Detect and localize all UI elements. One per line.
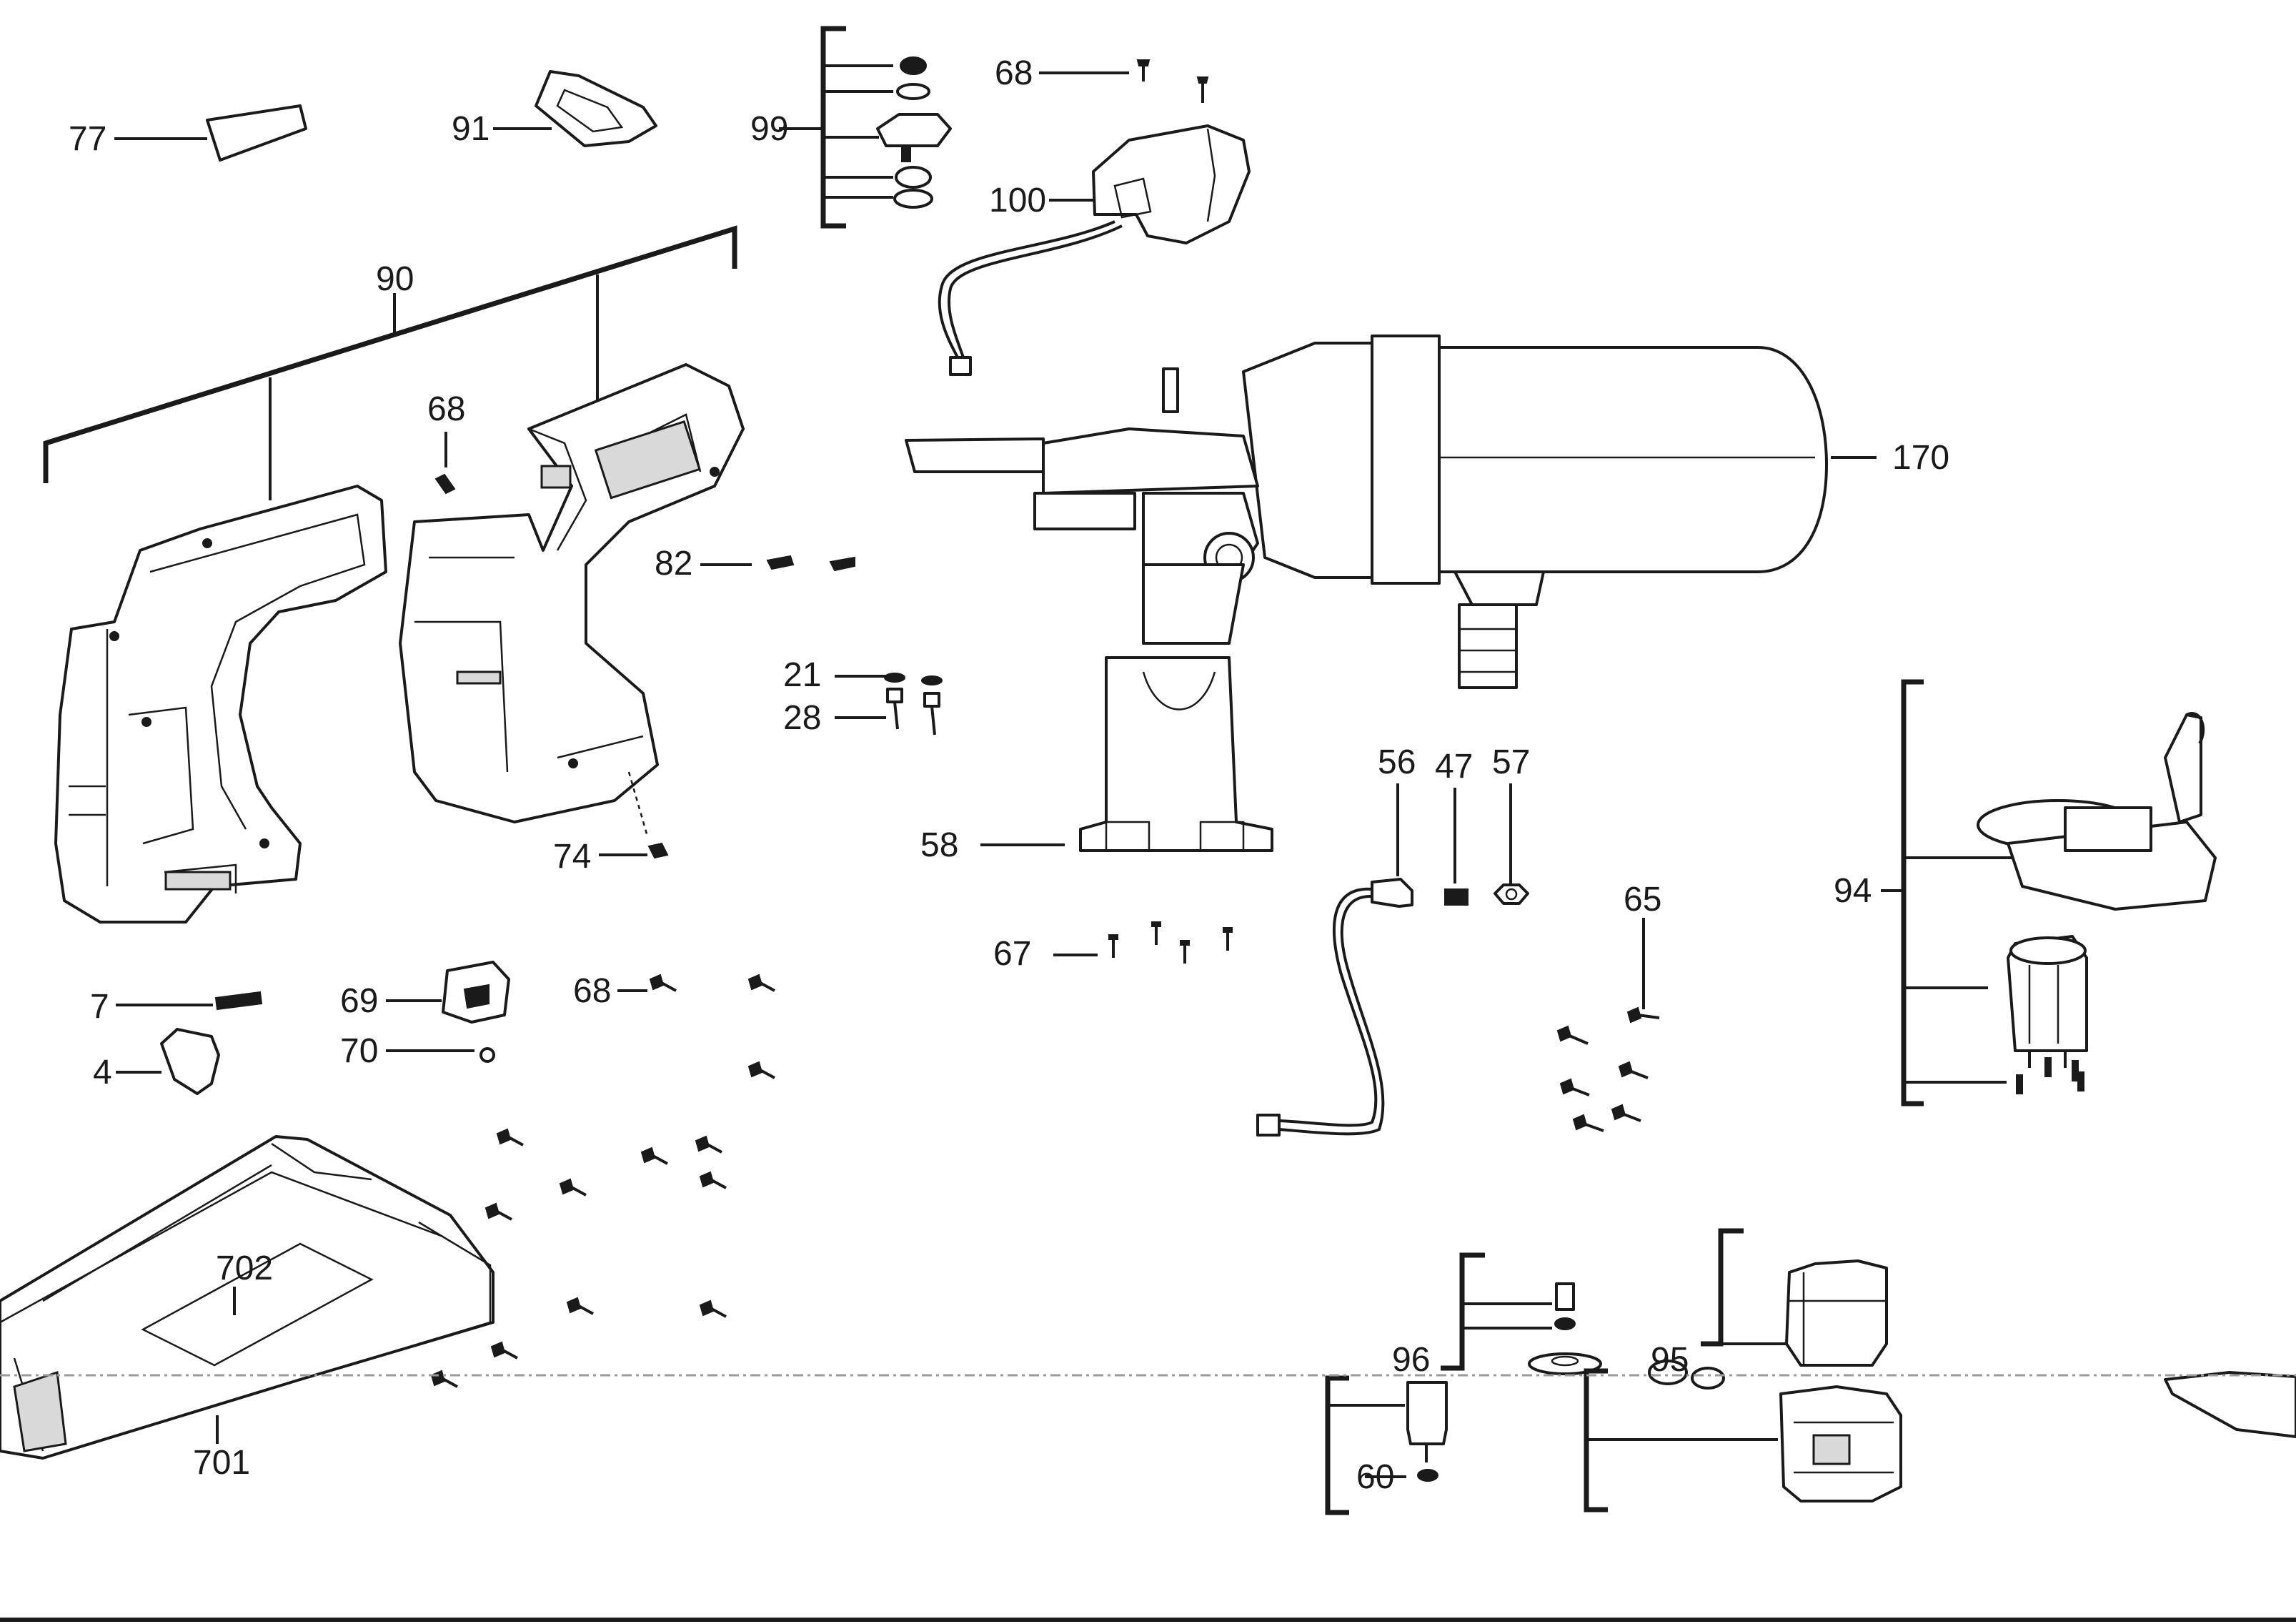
- label-702: 702: [216, 1249, 273, 1287]
- part-69-switch-cover: [386, 961, 510, 1024]
- part-65-screws: [1556, 918, 1660, 1132]
- part-57-nut: [1494, 783, 1529, 905]
- part-28-bolts: [835, 688, 940, 736]
- part-95-motor-housing: [1584, 1228, 1902, 1512]
- part-70-screw: [386, 1047, 495, 1063]
- label-68-mid: 68: [427, 390, 465, 428]
- label-69: 69: [340, 982, 378, 1020]
- part-58-cylinder: [980, 656, 1273, 852]
- label-47: 47: [1435, 748, 1473, 786]
- label-60: 60: [1356, 1458, 1394, 1496]
- part-96-gear-kit: [1441, 1252, 1602, 1375]
- label-58: 58: [920, 826, 958, 864]
- label-57: 57: [1492, 743, 1530, 781]
- part-90-housing-set: [43, 225, 737, 500]
- label-96: 96: [1392, 1341, 1430, 1379]
- part-90-right-housing: [399, 363, 745, 823]
- part-99-bearing-kit: [779, 26, 952, 229]
- label-90: 90: [376, 260, 414, 298]
- label-99: 99: [750, 110, 788, 148]
- label-95: 95: [1651, 1341, 1689, 1379]
- part-68-screws-top: [1039, 59, 1209, 103]
- label-82: 82: [655, 545, 692, 583]
- part-74-screw: [599, 771, 669, 859]
- part-77-label-plate: [114, 104, 307, 162]
- part-60-rotor: [1325, 1375, 1448, 1515]
- label-65: 65: [1624, 881, 1661, 919]
- cropped-case-fragment: [2164, 1371, 2296, 1438]
- part-94-electronics-kit: [1881, 679, 2217, 1106]
- part-7-spring: [116, 991, 263, 1011]
- part-47-spring: [1444, 788, 1468, 906]
- label-701: 701: [193, 1444, 250, 1482]
- part-21-seals: [835, 673, 943, 685]
- part-170-pump-unit: [905, 335, 1877, 689]
- label-70: 70: [340, 1032, 378, 1070]
- part-68-screws-lower: [430, 974, 775, 1388]
- label-67: 67: [993, 935, 1031, 973]
- part-82-clips: [700, 555, 855, 572]
- part-701-carry-case: [0, 1135, 495, 1460]
- part-4-trigger: [116, 1028, 220, 1095]
- label-74: 74: [553, 838, 591, 876]
- label-7: 7: [90, 988, 109, 1026]
- part-67-screws: [1053, 921, 1233, 964]
- part-100-switch-assembly: [938, 124, 1251, 376]
- part-90-left-housing: [54, 485, 387, 924]
- part-56-sensor: [1256, 783, 1413, 1137]
- label-91: 91: [452, 110, 489, 148]
- label-68-top: 68: [995, 54, 1033, 92]
- label-21: 21: [783, 656, 821, 694]
- label-170: 170: [1892, 439, 1949, 477]
- label-28: 28: [783, 699, 821, 737]
- label-4: 4: [93, 1054, 112, 1091]
- label-56: 56: [1378, 743, 1416, 781]
- label-68-lower: 68: [573, 972, 611, 1010]
- part-68-screw-housing: [434, 432, 456, 495]
- label-77: 77: [69, 120, 106, 158]
- label-94: 94: [1834, 872, 1872, 910]
- part-91-clip: [493, 70, 657, 147]
- label-100: 100: [989, 182, 1046, 219]
